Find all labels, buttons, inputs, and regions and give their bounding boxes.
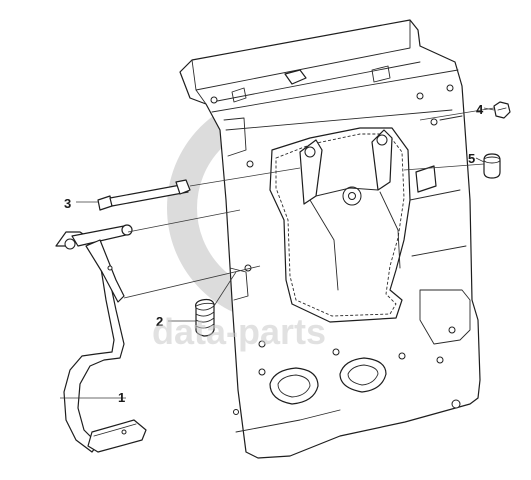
callout-5: 5 — [468, 151, 475, 166]
bulkhead-panel — [179, 19, 481, 459]
assembly-guidelines — [123, 107, 495, 307]
callout-2: 2 — [156, 314, 163, 329]
lock-nut — [493, 101, 511, 119]
callout-1: 1 — [118, 390, 125, 405]
callout-3: 3 — [64, 196, 71, 211]
pivot-bolt — [97, 179, 191, 211]
callout-4: 4 — [476, 102, 484, 117]
bushing-cap — [483, 153, 501, 179]
callout-leaders — [60, 107, 495, 399]
return-spring — [195, 298, 215, 337]
watermark-text: data-parts — [152, 311, 326, 352]
pedal-arm — [55, 224, 147, 453]
